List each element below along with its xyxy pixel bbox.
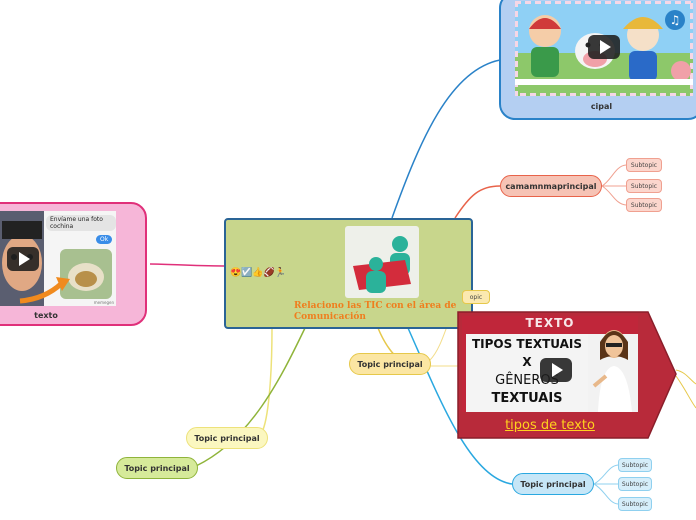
camamnmaprincipal-topic[interactable]: camamnmaprincipal (500, 175, 602, 197)
cipal-topic[interactable]: ♫ cipal (499, 0, 696, 120)
subtopic-label: Subtopic (630, 182, 658, 190)
topic-label: Topic principal (520, 479, 586, 489)
link-central-topic-lightyellow (261, 327, 273, 433)
red-subtopic-3[interactable]: Subtopic (626, 198, 662, 212)
subtopic-label: Subtopic (621, 461, 649, 469)
texto-label: texto (34, 311, 58, 320)
video-play-button[interactable] (540, 358, 572, 382)
woman-image (588, 330, 638, 412)
link-central-topic-green (195, 327, 306, 467)
cipal-label: cipal (590, 102, 613, 111)
camamnmaprincipal-label: camamnmaprincipal (505, 181, 597, 191)
partial-subtopic[interactable]: opic (462, 290, 490, 304)
topic-principal-lightyellow[interactable]: Topic principal (186, 427, 268, 449)
blue-subtopic-1[interactable]: Subtopic (618, 458, 652, 472)
subtopic-label: Subtopic (630, 161, 658, 169)
central-emoji-row: 😍☑️👍🏈🏃 (230, 267, 287, 277)
topic-label: Topic principal (124, 463, 190, 473)
thumbnail-banner: TEXTO (525, 316, 575, 330)
cipal-video-thumbnail[interactable] (515, 1, 693, 96)
texto-topic[interactable]: Envíame una foto cochina Ok memegen text… (0, 202, 147, 326)
subtopic-label: Subtopic (630, 201, 658, 209)
link-central-cipal (391, 59, 501, 219)
central-image (345, 226, 419, 298)
video-thumbnail[interactable]: TEXTO TIPOS TEXTUAIS X GÊNEROS TEXTUAIS (462, 316, 638, 412)
line-textuais: TEXTUAIS (491, 391, 563, 406)
texto-play-button[interactable] (7, 247, 39, 271)
texto-video-thumbnail[interactable]: Envíame una foto cochina Ok memegen (0, 211, 116, 306)
topic-label: Topic principal (194, 433, 260, 443)
blue-subtopic-3[interactable]: Subtopic (618, 497, 652, 511)
tipos-de-texto-link[interactable]: tipos de texto (505, 418, 595, 433)
chat-bubble: Envíame una foto cochina (46, 215, 116, 231)
link-red-sub3 (601, 185, 627, 206)
topic-principal-yellow[interactable]: Topic principal (349, 353, 431, 375)
topic-principal-blue[interactable]: Topic principal (512, 473, 594, 495)
link-central-texto (149, 263, 225, 267)
line-x: X (522, 355, 532, 369)
subtopic-label: opic (469, 293, 483, 301)
music-note-icon[interactable]: ♫ (665, 10, 685, 30)
tipos-texto-card[interactable]: TEXTO TIPOS TEXTUAIS X GÊNEROS TEXTUAIS … (456, 310, 678, 440)
link-video-right (675, 369, 696, 385)
ok-bubble: Ok (96, 235, 113, 244)
topic-principal-green[interactable]: Topic principal (116, 457, 198, 479)
topic-label: Topic principal (357, 359, 423, 369)
cipal-play-button[interactable] (588, 35, 620, 59)
subtopic-label: Subtopic (621, 480, 649, 488)
red-subtopic-1[interactable]: Subtopic (626, 158, 662, 172)
link-blue-sub3 (593, 483, 619, 505)
red-subtopic-2[interactable]: Subtopic (626, 179, 662, 193)
link-blue-sub1 (593, 464, 619, 485)
central-title: Relaciono las TIC con el área de Comunic… (294, 301, 457, 322)
meeting-icon (353, 236, 411, 293)
subtopic-label: Subtopic (621, 500, 649, 508)
watermark: memegen (93, 300, 114, 305)
blue-subtopic-2[interactable]: Subtopic (618, 477, 652, 491)
line-tipos-textuais: TIPOS TEXTUAIS (471, 337, 583, 351)
link-central-camamnmaprincipal (454, 185, 501, 219)
link-video-right2 (675, 375, 696, 409)
central-topic[interactable]: 😍☑️👍🏈🏃 Relaciono las TIC con el área de … (224, 218, 473, 329)
link-red-sub1 (601, 164, 627, 187)
